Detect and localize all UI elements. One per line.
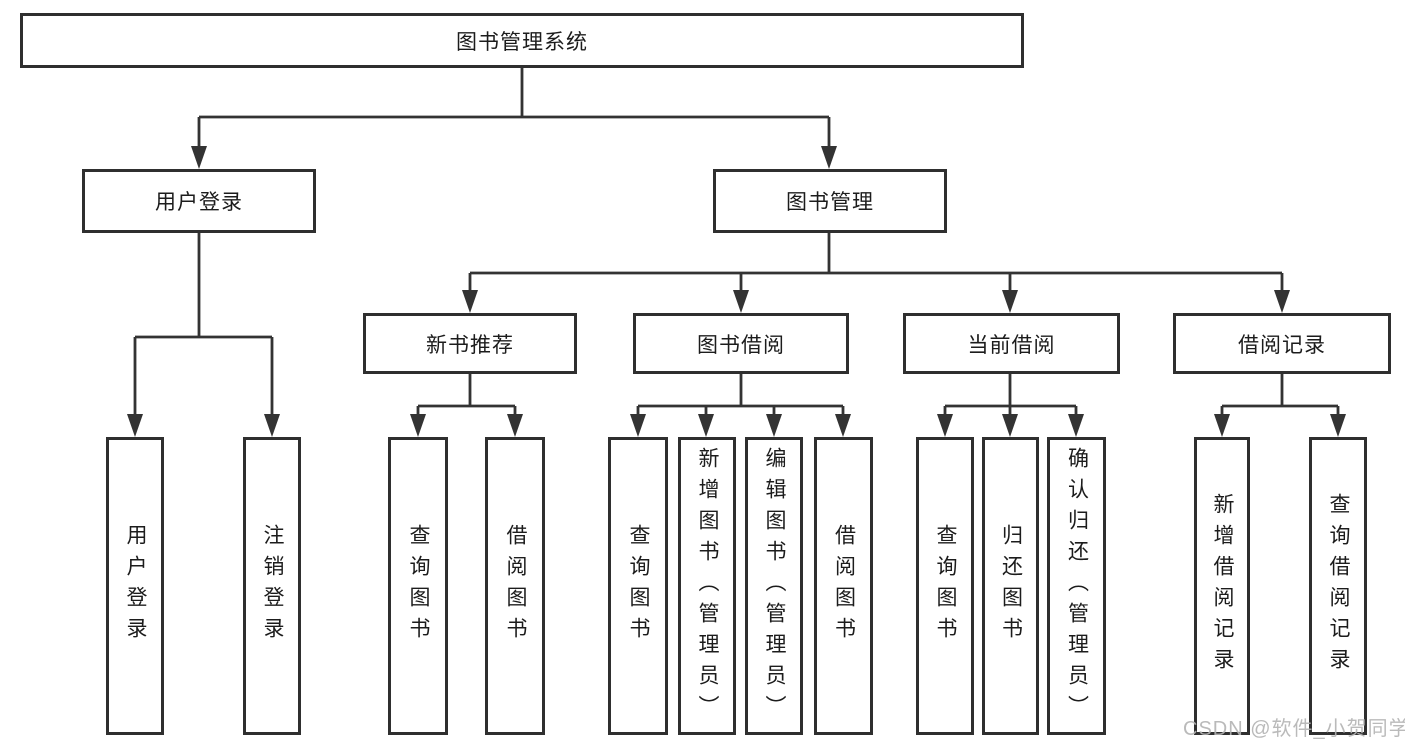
leaf-add-book-admin-label: 新增图书（管理员） bbox=[696, 446, 719, 726]
leaf-add-borrow-record: 新增借阅记录 bbox=[1194, 437, 1250, 735]
leaf-query-book-borrow-label: 查询图书 bbox=[627, 524, 650, 648]
leaf-query-book-recommend: 查询图书 bbox=[388, 437, 448, 735]
node-root: 图书管理系统 bbox=[20, 13, 1024, 68]
node-user-login-label: 用户登录 bbox=[155, 191, 243, 214]
leaf-add-book-admin: 新增图书（管理员） bbox=[678, 437, 736, 735]
leaf-borrow-book: 借阅图书 bbox=[814, 437, 873, 735]
node-user-login: 用户登录 bbox=[82, 169, 316, 233]
node-borrow-records: 借阅记录 bbox=[1173, 313, 1391, 374]
node-new-book-recommend-label: 新书推荐 bbox=[426, 333, 514, 357]
leaf-borrow-book-recommend-label: 借阅图书 bbox=[504, 524, 527, 648]
node-book-borrow: 图书借阅 bbox=[633, 313, 849, 374]
node-book-management: 图书管理 bbox=[713, 169, 947, 233]
edge-borrow-to-leaves bbox=[636, 374, 845, 420]
edge-user-login-to-leaves bbox=[133, 233, 274, 420]
leaf-return-book: 归还图书 bbox=[982, 437, 1039, 735]
node-root-label: 图书管理系统 bbox=[456, 30, 588, 54]
edge-root-to-level1 bbox=[197, 68, 831, 150]
csdn-watermark: CSDN @软件_小贺同学 bbox=[1183, 718, 1405, 740]
leaf-confirm-return-admin-label: 确认归还（管理员） bbox=[1065, 446, 1089, 726]
leaf-borrow-book-recommend: 借阅图书 bbox=[485, 437, 545, 735]
node-book-borrow-label: 图书借阅 bbox=[697, 333, 785, 357]
leaf-query-book-borrow: 查询图书 bbox=[608, 437, 668, 735]
node-new-book-recommend: 新书推荐 bbox=[363, 313, 577, 374]
leaf-edit-book-admin-label: 编辑图书（管理员） bbox=[763, 446, 786, 726]
leaf-return-book-label: 归还图书 bbox=[999, 524, 1023, 648]
edge-new-rec-to-leaves bbox=[416, 374, 517, 420]
node-borrow-records-label: 借阅记录 bbox=[1238, 333, 1326, 357]
leaf-query-book-recommend-label: 查询图书 bbox=[407, 524, 430, 648]
leaf-edit-book-admin: 编辑图书（管理员） bbox=[745, 437, 803, 735]
leaf-logout-label: 注销登录 bbox=[261, 524, 284, 648]
leaf-logout: 注销登录 bbox=[243, 437, 301, 735]
arrowheads bbox=[127, 146, 1346, 437]
node-book-management-label: 图书管理 bbox=[786, 191, 874, 214]
edge-current-to-leaves bbox=[943, 374, 1078, 420]
edge-records-to-leaves bbox=[1220, 374, 1340, 420]
leaf-confirm-return-admin: 确认归还（管理员） bbox=[1047, 437, 1106, 735]
leaf-query-borrow-record: 查询借阅记录 bbox=[1309, 437, 1367, 735]
leaf-add-borrow-record-label: 新增借阅记录 bbox=[1211, 493, 1234, 679]
edge-book-mgmt-to-level2 bbox=[468, 233, 1284, 294]
leaf-user-login: 用户登录 bbox=[106, 437, 164, 735]
leaf-query-borrow-record-label: 查询借阅记录 bbox=[1327, 493, 1350, 679]
leaf-query-book-current: 查询图书 bbox=[916, 437, 974, 735]
node-current-borrow: 当前借阅 bbox=[903, 313, 1120, 374]
leaf-user-login-label: 用户登录 bbox=[124, 524, 147, 648]
leaf-query-book-current-label: 查询图书 bbox=[934, 524, 957, 648]
node-current-borrow-label: 当前借阅 bbox=[967, 333, 1056, 357]
leaf-borrow-book-label: 借阅图书 bbox=[832, 524, 856, 648]
